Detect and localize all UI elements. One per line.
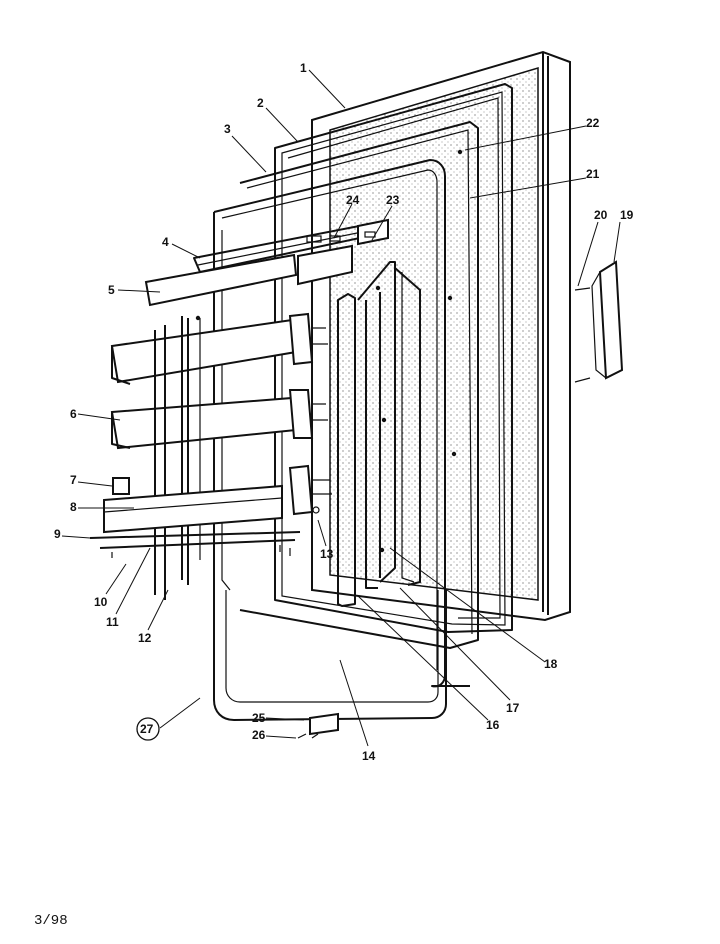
callout-11: 11 — [106, 615, 119, 629]
callout-3: 3 — [224, 122, 231, 136]
shelf-bracket-lower — [110, 389, 328, 450]
callout-2: 2 — [257, 96, 264, 110]
callout-24: 24 — [346, 193, 360, 207]
fasteners — [195, 149, 463, 553]
callout-21: 21 — [586, 167, 600, 181]
callout-8: 8 — [70, 500, 77, 514]
door-handle — [574, 260, 624, 383]
callout-25: 25 — [252, 711, 266, 725]
callout-19: 19 — [620, 208, 634, 222]
callout-23: 23 — [386, 193, 400, 207]
callout-circle-27 — [136, 717, 160, 741]
callout-labels: 1 2 3 4 5 6 7 8 9 10 11 12 13 14 16 17 1… — [54, 61, 634, 763]
outer-door-panel — [311, 50, 571, 622]
hinge-block — [297, 712, 339, 739]
top-trim-parts — [144, 218, 389, 307]
callout-6: 6 — [70, 407, 77, 421]
callout-27: 27 — [140, 722, 154, 736]
shelf-bracket-upper — [110, 312, 328, 385]
callout-12: 12 — [138, 631, 152, 645]
callout-17: 17 — [506, 701, 520, 715]
inner-liner-outline — [213, 159, 470, 688]
callout-1: 1 — [300, 61, 307, 75]
callout-22: 22 — [586, 116, 600, 130]
callout-10: 10 — [94, 595, 108, 609]
bottom-shelf-assembly — [89, 477, 301, 558]
support-posts — [154, 316, 201, 600]
breaker-strip-frame — [239, 121, 479, 649]
callout-18: 18 — [544, 657, 558, 671]
callout-4: 4 — [162, 235, 169, 249]
leader-lines — [61, 69, 621, 747]
vertical-rails — [337, 261, 421, 607]
callout-5: 5 — [108, 283, 115, 297]
callout-7: 7 — [70, 473, 77, 487]
date-code: 3/98 — [34, 913, 68, 929]
callout-14: 14 — [362, 749, 376, 763]
callout-26: 26 — [252, 728, 266, 742]
callout-13: 13 — [320, 547, 334, 561]
callout-9: 9 — [54, 527, 61, 541]
retainer-clip — [288, 464, 332, 516]
callout-20: 20 — [594, 208, 608, 222]
callout-16: 16 — [486, 718, 500, 732]
